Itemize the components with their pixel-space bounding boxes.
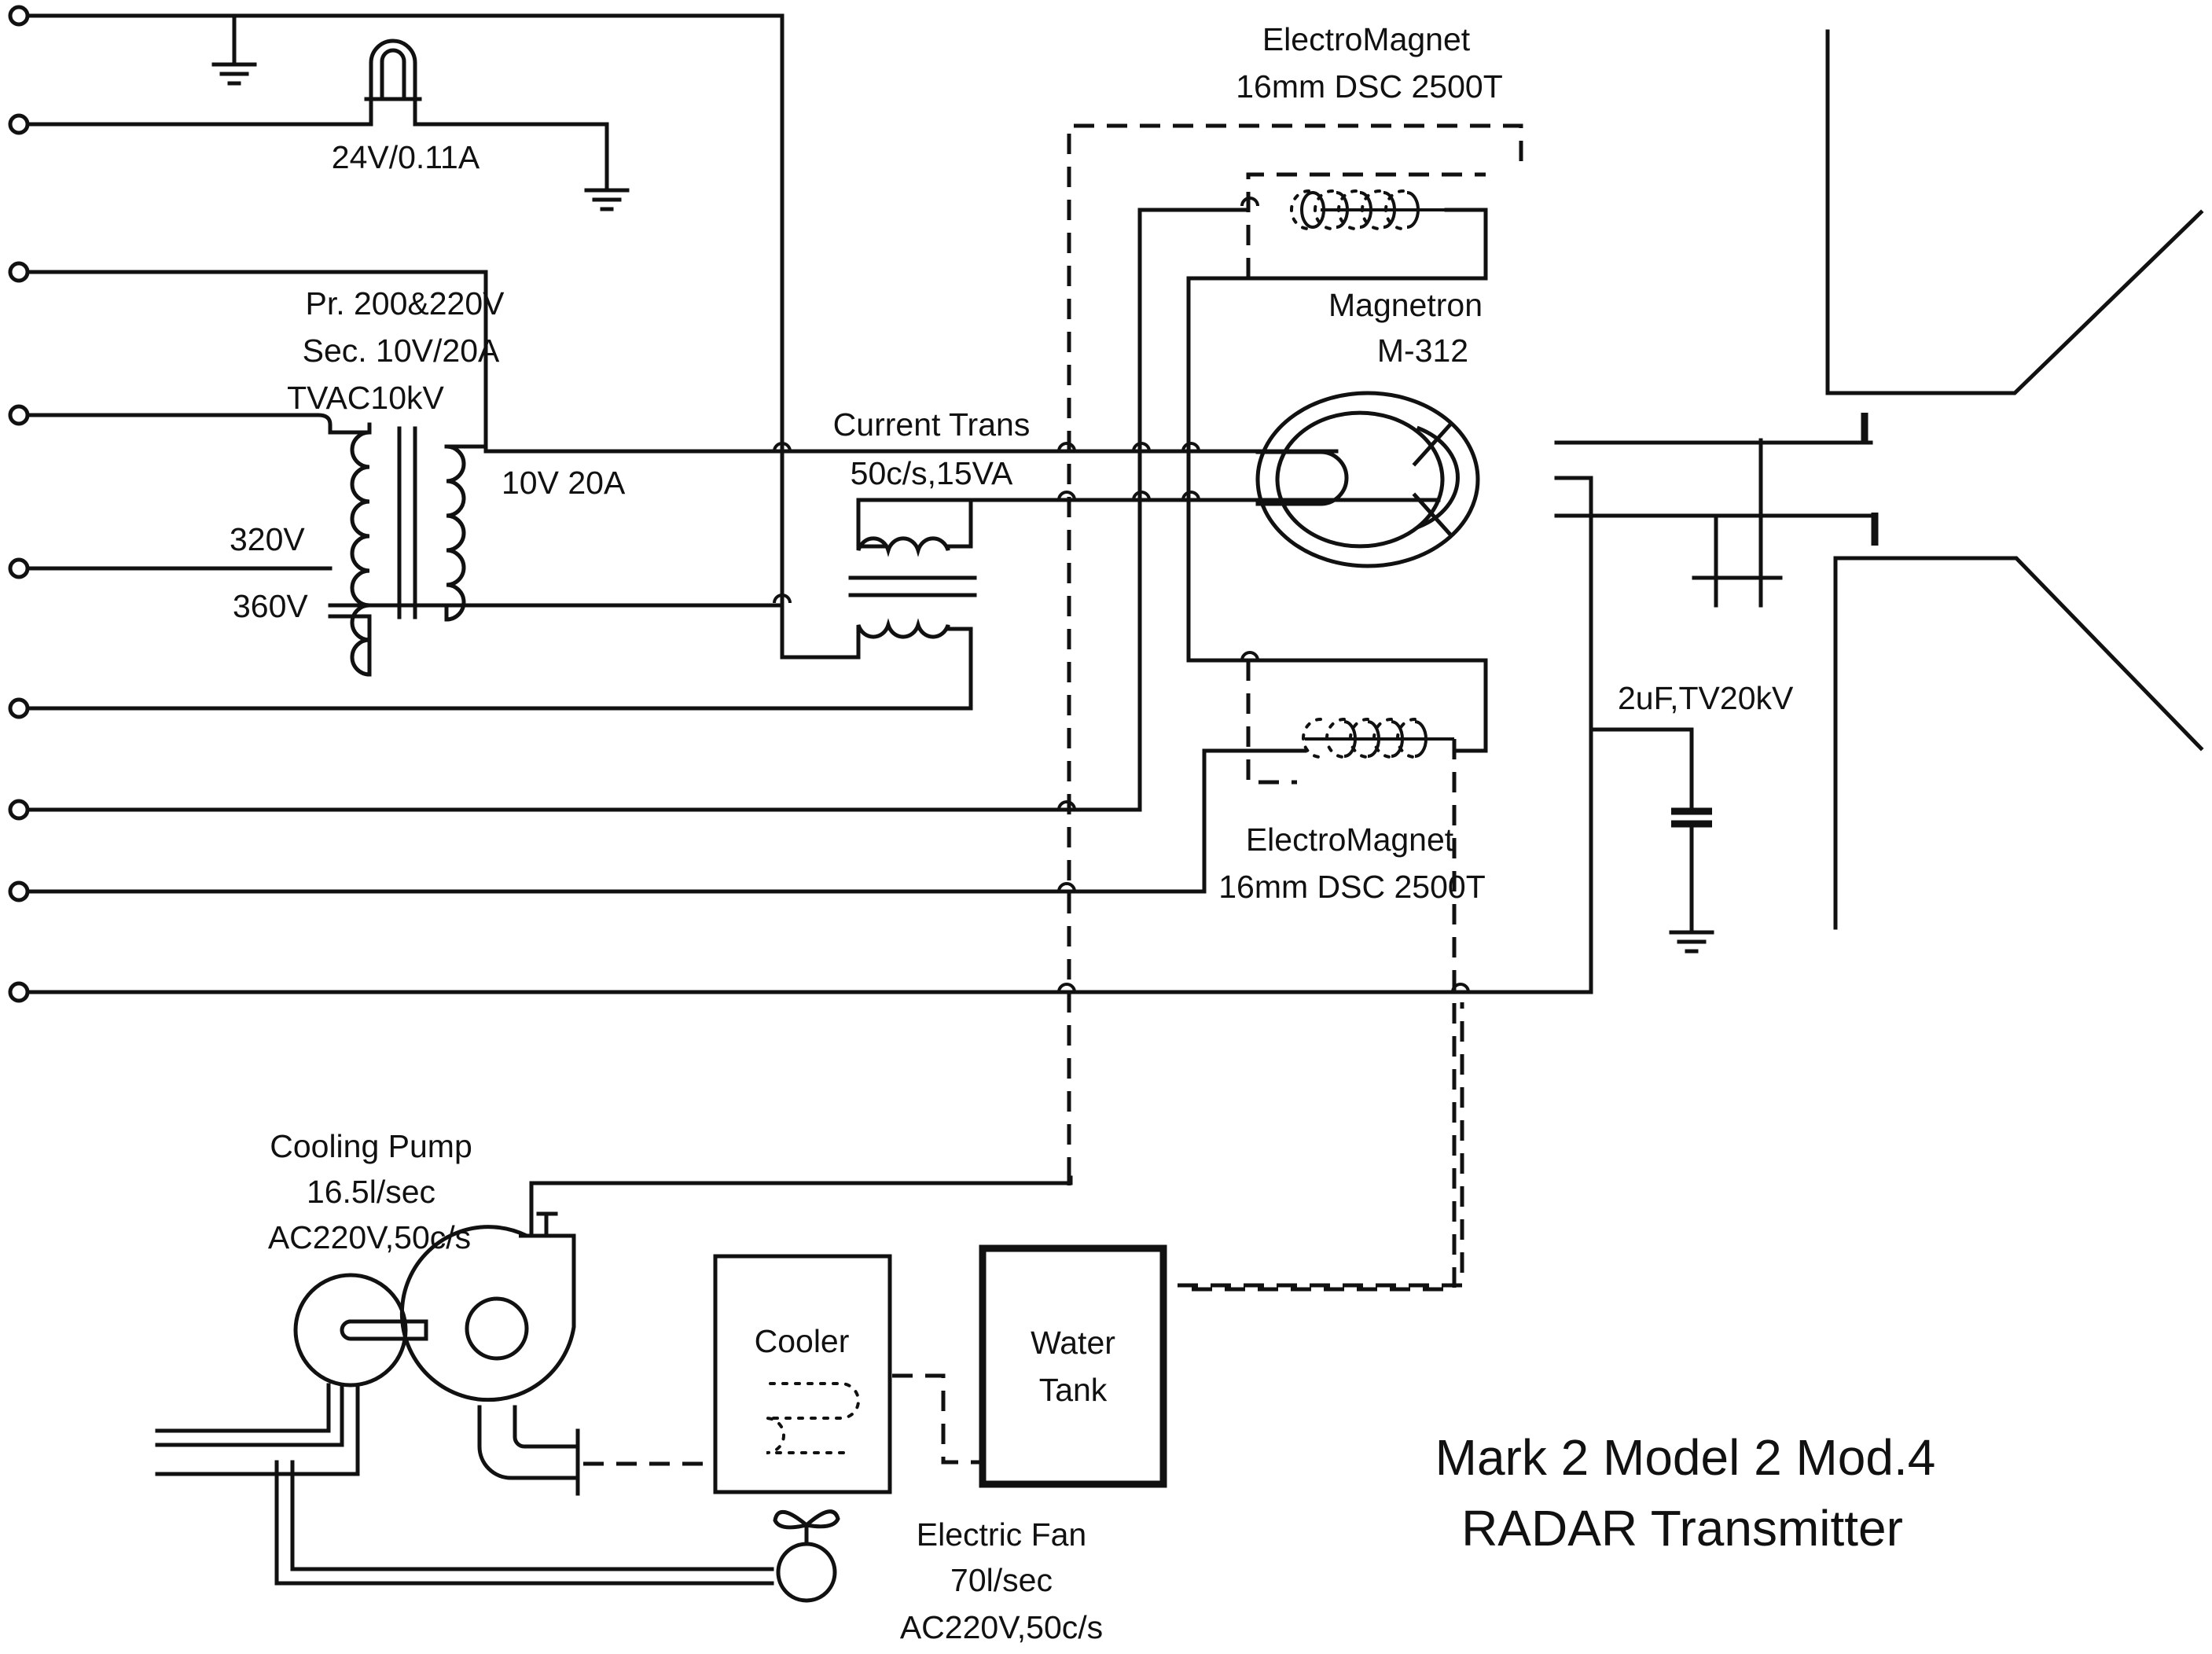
fan-motor-icon — [776, 1542, 837, 1603]
ground-icon — [584, 188, 630, 211]
fan-blade-icon — [773, 1509, 840, 1530]
wiring — [25, 13, 1873, 994]
cooling-system — [155, 1002, 1464, 1603]
ground-icon — [211, 62, 257, 86]
capacitor-rating: 2uF,TV20kV — [1618, 680, 1794, 716]
electromagnet-bottom-icon — [1179, 660, 1457, 1292]
cooler-coil-icon — [766, 1382, 860, 1454]
cooler-label: Cooler — [755, 1323, 850, 1359]
impeller-icon — [465, 1296, 529, 1361]
terminal-9 — [8, 981, 30, 1003]
electromagnet-top-name: ElectroMagnet — [1262, 21, 1471, 57]
transformer-secondary: Sec. 10V/20A — [303, 333, 500, 369]
terminal-5 — [8, 557, 30, 579]
pump-flow: 16.5l/sec — [307, 1174, 435, 1210]
water-tank-label-2: Tank — [1039, 1372, 1108, 1408]
electromagnet-bottom-spec: 16mm DSC 2500T — [1218, 869, 1486, 905]
terminal-8 — [8, 880, 30, 902]
input-terminals — [8, 5, 30, 1003]
current-trans-name: Current Trans — [833, 406, 1031, 443]
current-transformer-icon — [848, 536, 977, 639]
pump-power: AC220V,50c/s — [268, 1219, 471, 1255]
fan-name: Electric Fan — [917, 1516, 1086, 1553]
magnetron-icon — [1255, 391, 1480, 568]
terminal-6 — [8, 697, 30, 719]
electromagnet-top-spec: 16mm DSC 2500T — [1236, 68, 1503, 105]
cooler-box — [713, 1254, 892, 1494]
capacitor-icon — [1671, 807, 1712, 828]
transformer-primary: Pr. 200&220V — [305, 285, 505, 322]
transformer-test-voltage: TVAC10kV — [287, 380, 444, 416]
electromagnet-top-icon — [1067, 123, 1523, 1185]
diagram-title-line-1: Mark 2 Model 2 Mod.4 — [1435, 1429, 1936, 1486]
terminal-4 — [8, 404, 30, 426]
tap-320v: 320V — [230, 521, 305, 557]
lamp-rating: 24V/0.11A — [332, 139, 480, 175]
magnetron-model: M-312 — [1377, 333, 1468, 369]
tap-360v: 360V — [233, 588, 308, 624]
terminal-3 — [8, 261, 30, 283]
ground-symbols — [211, 62, 1714, 954]
water-tank-box — [979, 1244, 1167, 1488]
pump-name: Cooling Pump — [270, 1128, 472, 1164]
water-tank-label-1: Water — [1031, 1325, 1115, 1361]
terminal-2 — [8, 113, 30, 135]
magnetron-name: Magnetron — [1328, 287, 1483, 323]
power-transformer-icon — [328, 422, 488, 677]
lamp-icon — [364, 39, 422, 127]
current-trans-rating: 50c/s,15VA — [851, 455, 1013, 491]
terminal-1 — [8, 5, 30, 27]
waveguide-horn-icon — [1692, 29, 2204, 930]
fan-flow: 70l/sec — [950, 1562, 1053, 1598]
electromagnet-bottom-name: ElectroMagnet — [1246, 821, 1454, 858]
pump-motor-icon — [293, 1273, 408, 1388]
diagram-title-line-2: RADAR Transmitter — [1461, 1500, 1903, 1557]
transformer-output: 10V 20A — [502, 465, 626, 501]
fan-power: AC220V,50c/s — [900, 1609, 1103, 1645]
ground-icon — [1669, 930, 1714, 954]
pump-housing-icon — [399, 1225, 576, 1402]
terminal-7 — [8, 799, 30, 821]
